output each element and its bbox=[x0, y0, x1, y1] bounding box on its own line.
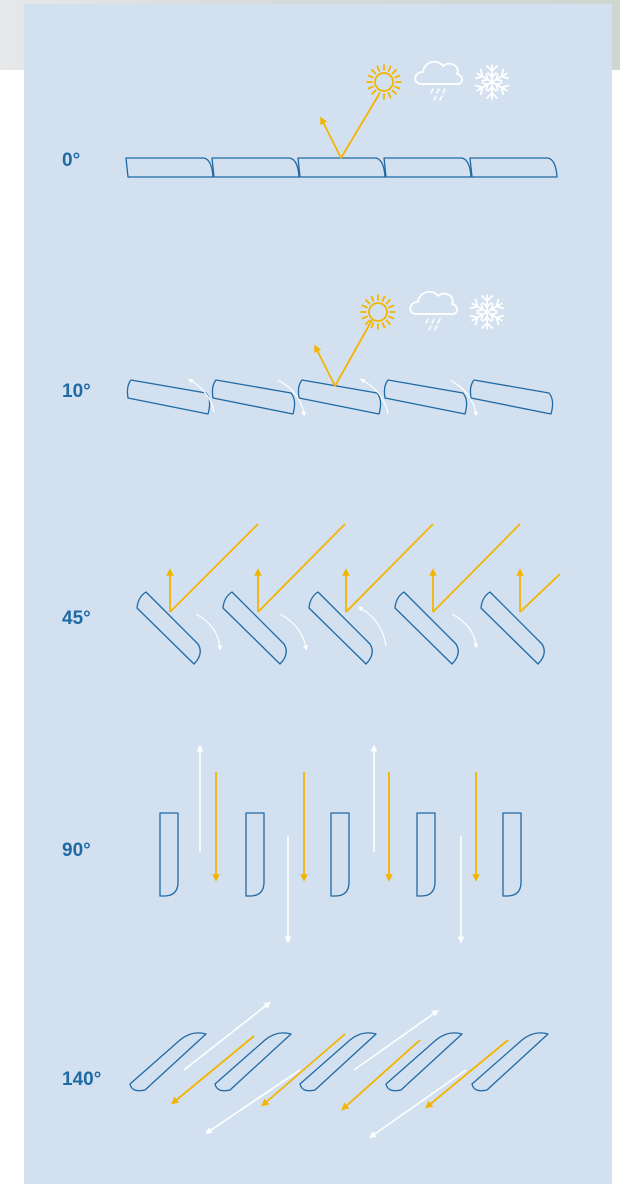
louvre-slat bbox=[212, 380, 294, 414]
sun-ray-reflection bbox=[322, 96, 378, 158]
row-140-deg bbox=[130, 1004, 548, 1136]
rain-cloud-icon bbox=[410, 292, 457, 330]
rain-cloud-icon bbox=[415, 62, 462, 100]
row-10-deg bbox=[127, 292, 552, 414]
louvre-slat bbox=[215, 1033, 291, 1091]
louvre-slat bbox=[160, 813, 178, 896]
louvre-slat bbox=[384, 158, 471, 177]
louvre-slat bbox=[470, 158, 557, 177]
louvre-slat bbox=[137, 592, 200, 664]
sun-rays bbox=[170, 524, 560, 612]
louvre-slat bbox=[309, 592, 372, 664]
louvre-slat bbox=[481, 592, 544, 664]
louvre-slat bbox=[331, 813, 349, 896]
louvre-slat bbox=[298, 380, 380, 414]
louvre-slat bbox=[246, 813, 264, 896]
row-45-deg bbox=[137, 524, 560, 664]
snowflake-icon bbox=[475, 65, 509, 99]
sun-rays bbox=[174, 1034, 508, 1108]
row-0-deg bbox=[126, 62, 557, 177]
louvre-slat bbox=[472, 1033, 548, 1091]
louvre-slat bbox=[386, 1033, 462, 1091]
sun-icon bbox=[361, 295, 395, 329]
louvre-slat bbox=[384, 380, 466, 414]
louvre-slat bbox=[126, 158, 213, 177]
sun-ray-reflection bbox=[316, 320, 372, 386]
louvre-slat bbox=[298, 158, 385, 177]
louvre-slat bbox=[395, 592, 458, 664]
louvre-slat bbox=[212, 158, 299, 177]
louvre-slat bbox=[503, 813, 521, 896]
sun-icon bbox=[367, 65, 401, 99]
rotation-arrows bbox=[196, 608, 476, 648]
sun-rays bbox=[216, 772, 476, 878]
row-90-deg bbox=[160, 748, 521, 940]
louvre-slat bbox=[417, 813, 435, 896]
snowflake-icon bbox=[470, 295, 504, 329]
louvre-slat bbox=[223, 592, 286, 664]
louvre-slat bbox=[470, 380, 552, 414]
